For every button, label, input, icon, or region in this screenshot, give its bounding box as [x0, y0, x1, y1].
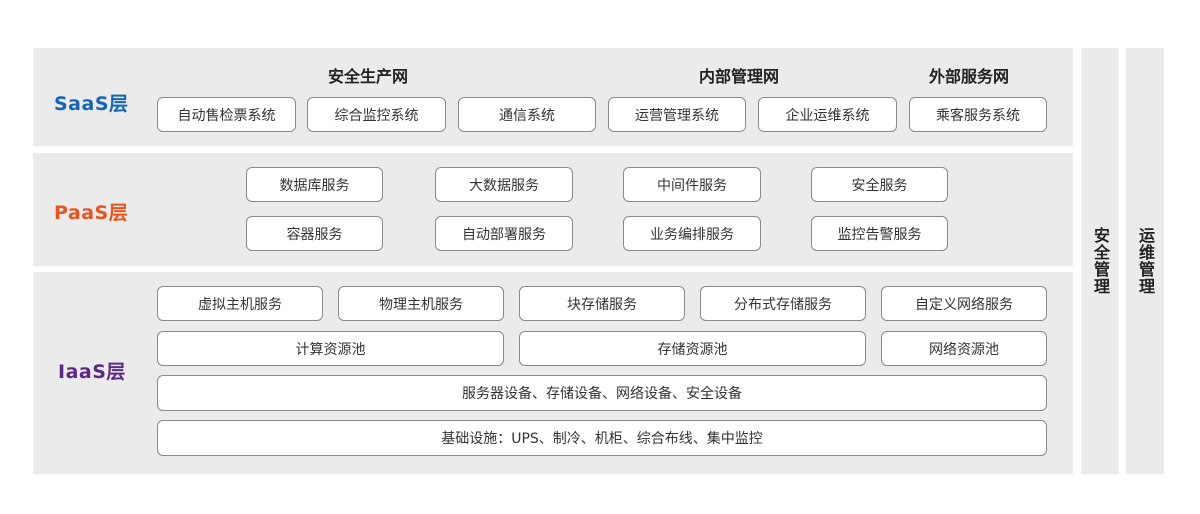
ops-management-label: 运维管理 [1136, 227, 1155, 295]
network-title-external: 外部服务网 [928, 67, 1009, 86]
saas-system-box: 综合监控系统 [307, 97, 446, 132]
ops-management-column: 运维管理 [1126, 48, 1164, 474]
paas-service-box: 容器服务 [246, 216, 383, 251]
resource-pool-storage: 存储资源池 [519, 331, 866, 366]
saas-system-box: 自动售检票系统 [157, 97, 296, 132]
resource-pool-network: 网络资源池 [881, 331, 1047, 366]
saas-system-box: 运营管理系统 [608, 97, 746, 132]
paas-service-box: 自动部署服务 [435, 216, 573, 251]
resource-pool-compute: 计算资源池 [157, 331, 504, 366]
security-management-label: 安全管理 [1091, 227, 1110, 295]
paas-service-box: 中间件服务 [623, 167, 761, 202]
security-management-column: 安全管理 [1081, 48, 1119, 474]
infrastructure-box: 基础设施：UPS、制冷、机柜、综合布线、集中监控 [157, 420, 1047, 456]
iaas-service-box: 物理主机服务 [338, 286, 504, 321]
network-title-internal: 内部管理网 [698, 67, 779, 86]
paas-service-box: 安全服务 [811, 167, 948, 202]
paas-service-box: 大数据服务 [435, 167, 573, 202]
iaas-layer-label: IaaS层 [58, 361, 126, 383]
iaas-service-box: 自定义网络服务 [881, 286, 1047, 321]
saas-layer-label: SaaS层 [54, 93, 129, 115]
paas-service-box: 监控告警服务 [811, 216, 948, 251]
iaas-service-box: 虚拟主机服务 [157, 286, 323, 321]
saas-system-box: 乘客服务系统 [909, 97, 1047, 132]
iaas-service-box: 块存储服务 [519, 286, 685, 321]
paas-service-box: 业务编排服务 [623, 216, 761, 251]
saas-system-box: 企业运维系统 [758, 97, 897, 132]
saas-system-box: 通信系统 [458, 97, 596, 132]
hardware-devices-box: 服务器设备、存储设备、网络设备、安全设备 [157, 375, 1047, 411]
paas-layer-label: PaaS层 [54, 202, 129, 224]
network-title-production: 安全生产网 [327, 67, 408, 86]
iaas-service-box: 分布式存储服务 [700, 286, 866, 321]
paas-service-box: 数据库服务 [246, 167, 383, 202]
